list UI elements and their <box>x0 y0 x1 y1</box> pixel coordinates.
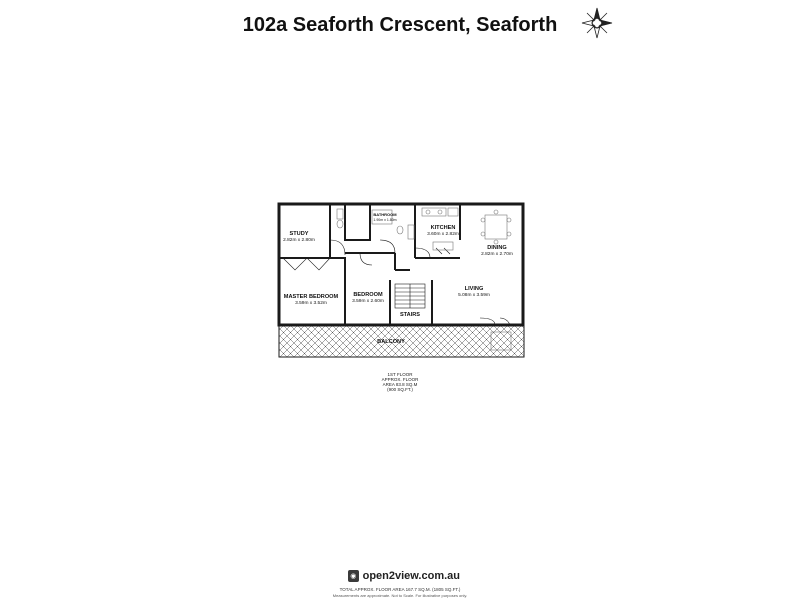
stairs-treads <box>394 283 426 309</box>
total-floor-area: TOTAL APPROX. FLOOR AREA 167.7 SQ.M. (18… <box>339 587 461 592</box>
disclaimer-text: Measurements are approximate. Not to Sca… <box>332 593 468 598</box>
brand-text: open2view.com.au <box>362 570 460 582</box>
room-dims-bathroom: 1.90m x 1.80m <box>373 218 396 222</box>
room-label-living: LIVING <box>465 286 484 292</box>
room-label-study: STUDY <box>290 231 309 237</box>
room-label-balcony: BALCONY <box>377 339 405 345</box>
interior-walls <box>279 204 461 325</box>
room-label-bathroom: BATHROOM <box>373 212 397 217</box>
brand-logo[interactable]: ◉ open2view.com.au <box>348 568 460 584</box>
room-dims-bedroom: 3.59m x 2.60m <box>352 298 384 304</box>
room-dims-study: 2.82m x 2.80m <box>283 237 315 243</box>
room-dims-dining: 2.82m x 2.70m <box>481 251 513 257</box>
floor-note-line2: APPROX. FLOOR <box>382 377 420 382</box>
exterior-walls <box>277 202 525 327</box>
balcony-area <box>278 324 525 358</box>
room-label-dining: DINING <box>487 245 507 251</box>
room-dims-kitchen: 3.60m x 2.82m <box>427 231 459 237</box>
floor-note-line3: AREA 83.8 SQ.M <box>383 382 418 387</box>
door-swings <box>282 239 511 326</box>
floor-note-line4: (900 SQ.FT.) <box>387 387 413 392</box>
floor-note-line1: 1ST FLOOR <box>388 372 414 377</box>
page-title: 102a Seaforth Crescent, Seaforth <box>242 14 558 36</box>
room-label-stairs: STAIRS <box>400 312 420 318</box>
room-label-bedroom: BEDROOM <box>353 292 383 298</box>
fixtures <box>336 207 512 351</box>
room-dims-living: 5.08m x 3.59m <box>458 292 490 298</box>
compass-rose-icon <box>581 7 613 39</box>
room-dims-master-bedroom: 3.59m x 3.52m <box>295 300 327 306</box>
room-label-kitchen: KITCHEN <box>431 225 456 231</box>
camera-logo-icon: ◉ <box>348 570 359 582</box>
room-label-master-bedroom: MASTER BEDROOM <box>284 294 339 300</box>
